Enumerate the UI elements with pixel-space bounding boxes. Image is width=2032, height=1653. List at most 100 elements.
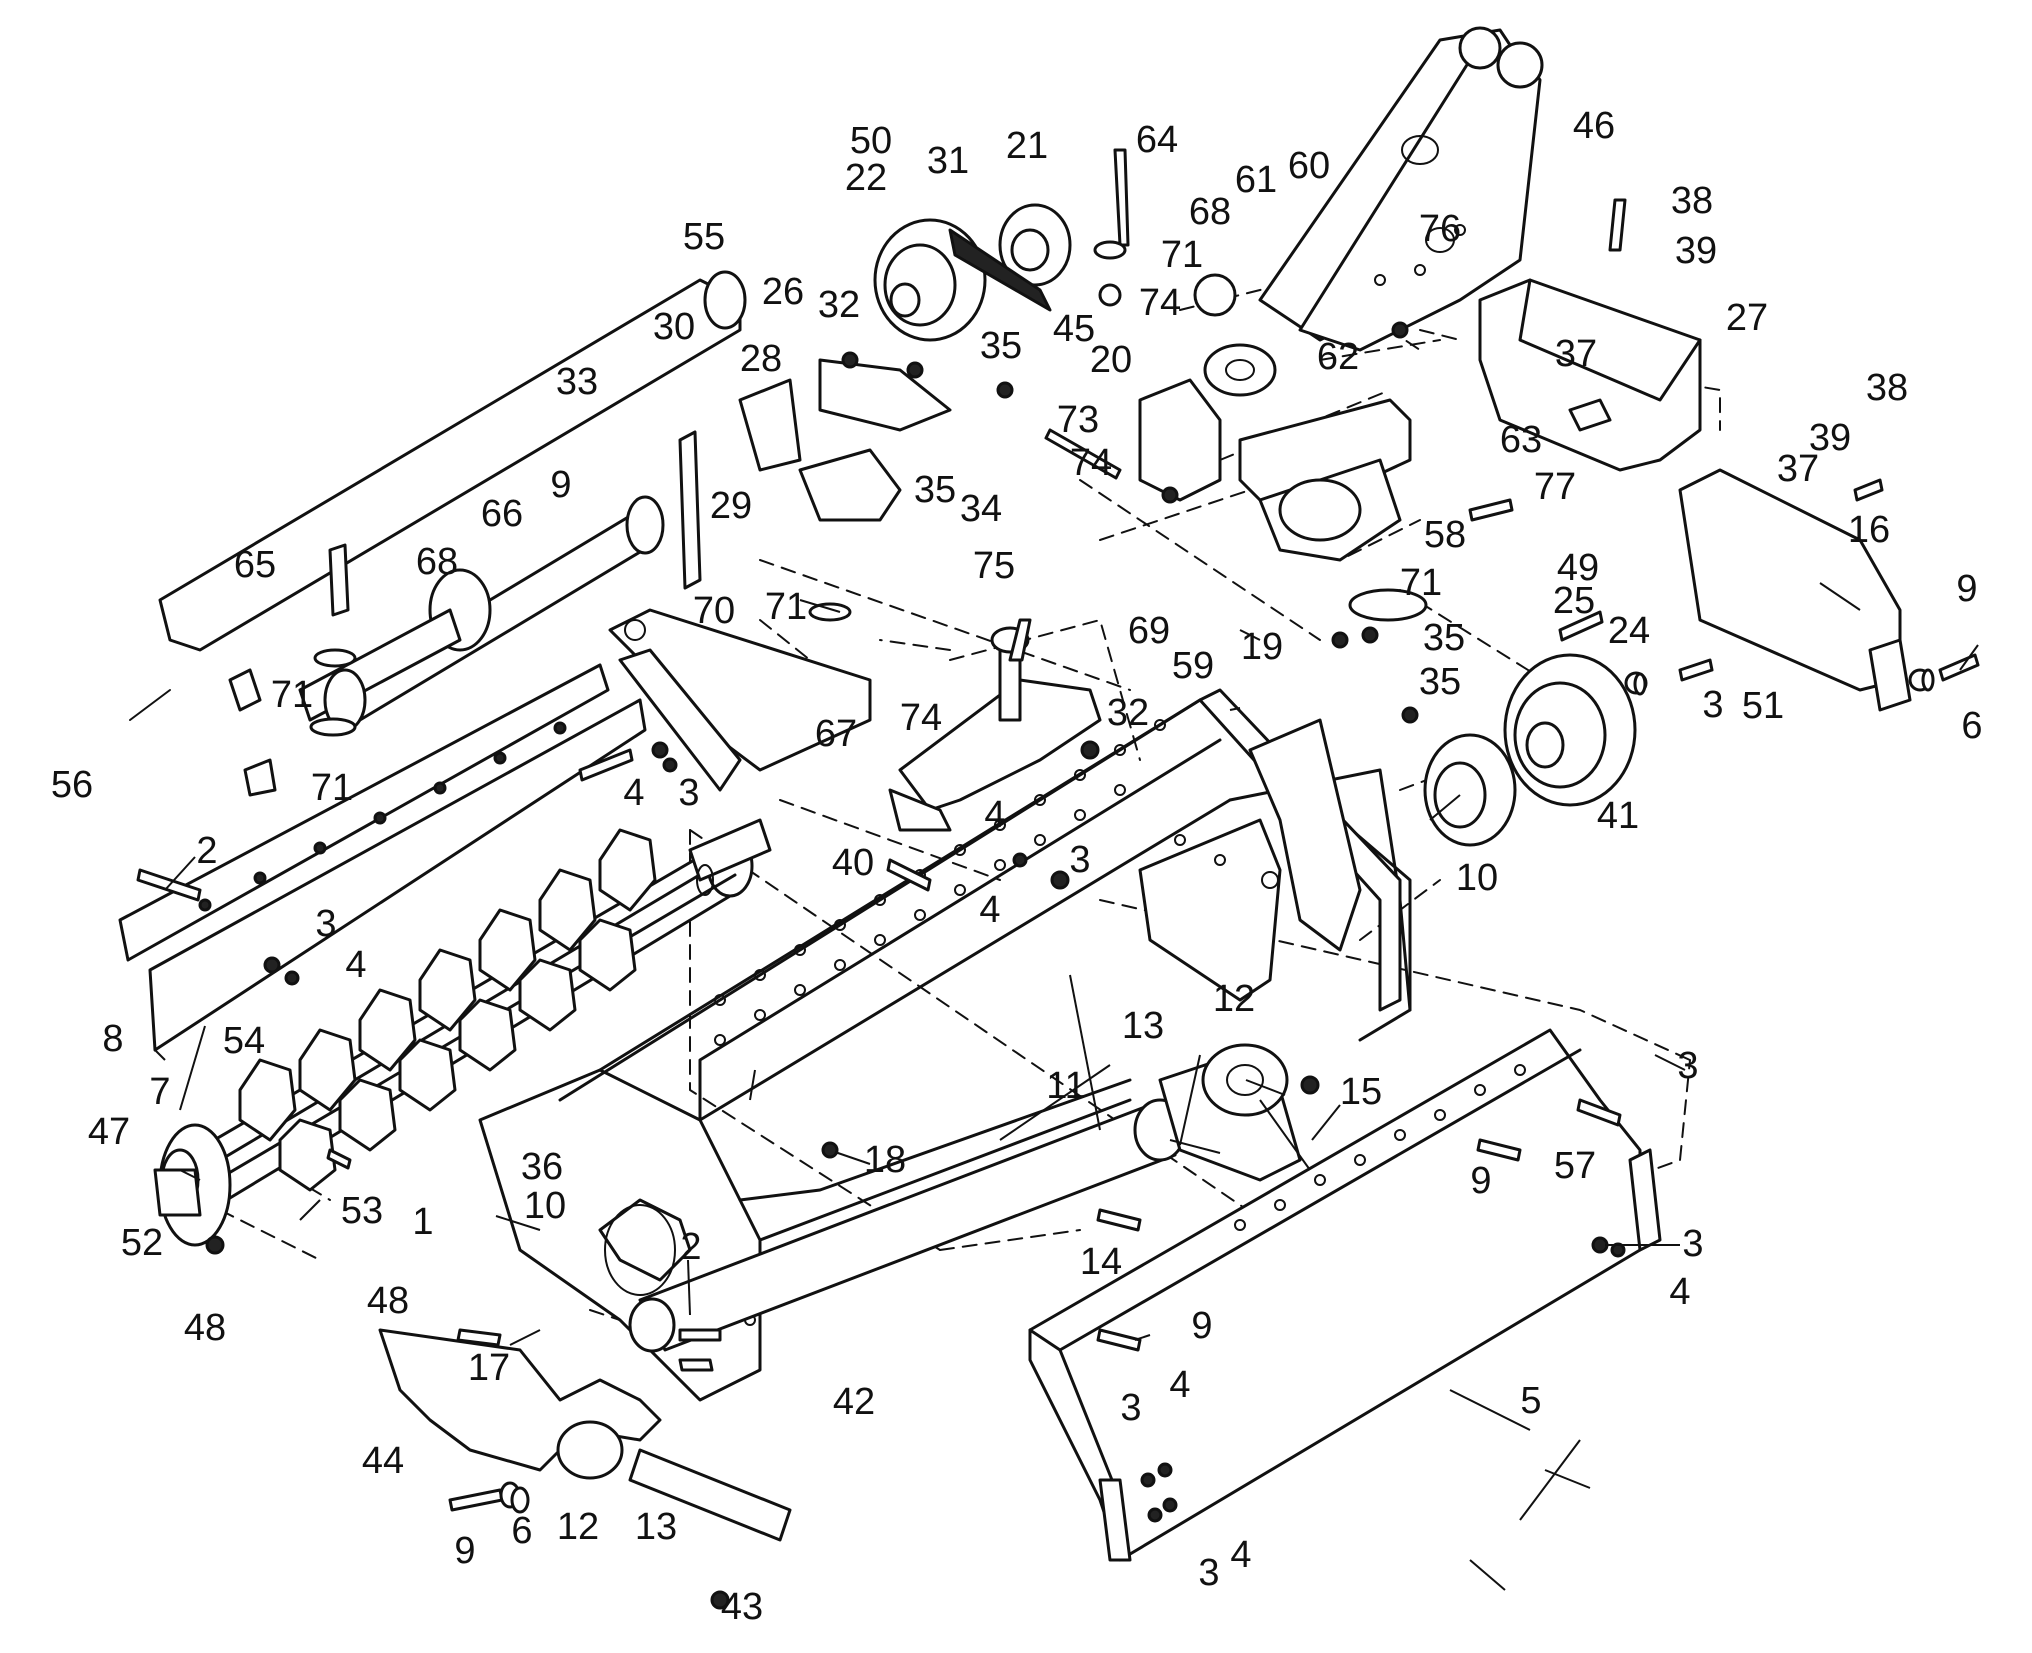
rotor-flails: [238, 828, 657, 1192]
callout-45: 45: [1052, 308, 1096, 350]
callout-77: 77: [1533, 466, 1577, 508]
callout-33: 33: [555, 361, 599, 403]
callout-42: 42: [832, 1381, 876, 1423]
callout-74: 74: [1069, 442, 1113, 484]
callout-9: 9: [1956, 568, 1978, 610]
callout-68: 68: [415, 541, 459, 583]
callout-58: 58: [1423, 514, 1467, 556]
callout-17: 17: [467, 1347, 511, 1389]
callout-5: 5: [1520, 1380, 1542, 1422]
callout-22: 22: [844, 157, 888, 199]
callout-2: 2: [196, 830, 218, 872]
callout-37: 37: [1776, 448, 1820, 490]
callout-11: 11: [1046, 1065, 1086, 1107]
callout-44: 44: [361, 1440, 405, 1482]
fasteners: [136, 148, 1980, 1610]
callout-28: 28: [739, 338, 783, 380]
callout-18: 18: [863, 1139, 907, 1181]
callout-68: 68: [1188, 191, 1232, 233]
callout-52: 52: [120, 1222, 164, 1264]
callout-49: 49: [1556, 547, 1600, 589]
callout-35: 35: [1422, 617, 1466, 659]
hydraulic-cylinder: [298, 495, 665, 732]
callout-10: 10: [523, 1185, 567, 1227]
callout-4: 4: [345, 944, 367, 986]
callout-12: 12: [1212, 978, 1256, 1020]
callout-4: 4: [984, 794, 1006, 836]
rear-hood: [1028, 1028, 1662, 1562]
callout-40: 40: [831, 842, 875, 884]
roller-brackets: [378, 1043, 1302, 1542]
callout-6: 6: [511, 1510, 533, 1552]
callout-3: 3: [1702, 684, 1724, 726]
callout-35: 35: [913, 469, 957, 511]
callout-75: 75: [972, 545, 1016, 587]
callout-9: 9: [1191, 1305, 1213, 1347]
callout-26: 26: [761, 271, 805, 313]
callout-71: 71: [1399, 562, 1443, 604]
callout-50: 50: [849, 120, 893, 162]
callout-9: 9: [454, 1530, 476, 1572]
callout-16: 16: [1847, 509, 1891, 551]
callout-19: 19: [1240, 626, 1284, 668]
callout-47: 47: [87, 1111, 131, 1153]
callout-64: 64: [1135, 119, 1179, 161]
callout-56: 56: [50, 764, 94, 806]
callout-53: 53: [340, 1190, 384, 1232]
belt-guard-side: [1678, 468, 1912, 712]
callout-71: 71: [270, 674, 314, 716]
callout-71: 71: [764, 586, 808, 628]
callout-62: 62: [1316, 336, 1360, 378]
callout-35: 35: [979, 325, 1023, 367]
callout-39: 39: [1808, 417, 1852, 459]
upper-pulleys: [873, 203, 1072, 342]
callout-9: 9: [550, 464, 572, 506]
callout-14: 14: [1079, 1241, 1123, 1283]
gearbox-mount: [1193, 273, 1412, 562]
callout-3: 3: [678, 772, 700, 814]
callout-73: 73: [1056, 399, 1100, 441]
callout-71: 71: [1160, 234, 1204, 276]
callout-15: 15: [1339, 1071, 1383, 1113]
frame-bracket: [608, 608, 872, 792]
callout-29: 29: [709, 485, 753, 527]
callout-69: 69: [1127, 610, 1171, 652]
side-pulleys: [1423, 653, 1637, 847]
callout-60: 60: [1287, 145, 1331, 187]
callout-12: 12: [556, 1506, 600, 1548]
callout-4: 4: [979, 889, 1001, 931]
flail-hardware: [129, 270, 747, 797]
callout-65: 65: [233, 544, 277, 586]
callout-4: 4: [1169, 1364, 1191, 1406]
callout-32: 32: [817, 284, 861, 326]
callout-2: 2: [680, 1226, 702, 1268]
callout-20: 20: [1089, 339, 1133, 381]
callout-74: 74: [899, 697, 943, 739]
callout-48: 48: [366, 1280, 410, 1322]
callout-39: 39: [1674, 230, 1718, 272]
hitch-tower: [1258, 26, 1544, 352]
callout-1: 1: [412, 1201, 434, 1243]
callout-59: 59: [1171, 645, 1215, 687]
callout-31: 31: [926, 140, 970, 182]
roller-tube: [628, 1098, 1187, 1353]
callout-36: 36: [520, 1146, 564, 1188]
callout-25: 25: [1552, 580, 1596, 622]
callout-10: 10: [1455, 857, 1499, 899]
callout-66: 66: [480, 493, 524, 535]
callout-41: 41: [1596, 795, 1640, 837]
callout-24: 24: [1607, 610, 1651, 652]
callout-51: 51: [1741, 685, 1785, 727]
callout-4: 4: [623, 772, 645, 814]
callout-74: 74: [1138, 282, 1182, 324]
callout-13: 13: [634, 1506, 678, 1548]
callout-67: 67: [814, 713, 858, 755]
callout-48: 48: [183, 1307, 227, 1349]
callout-71: 71: [310, 767, 354, 809]
callout-70: 70: [692, 590, 736, 632]
callout-3: 3: [1677, 1045, 1699, 1087]
callout-9: 9: [1470, 1160, 1492, 1202]
callout-76: 76: [1418, 208, 1462, 250]
